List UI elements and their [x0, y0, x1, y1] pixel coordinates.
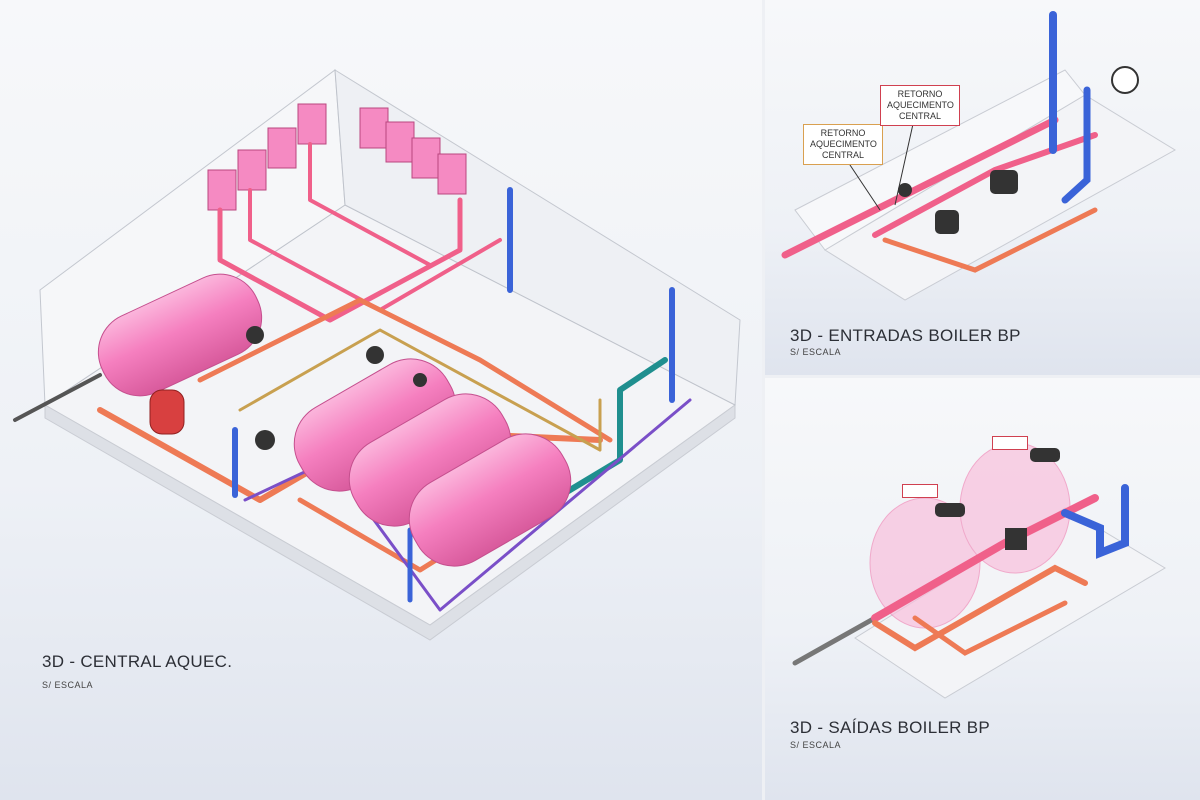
gauge-icon: [1111, 66, 1139, 94]
copper-pipe: [912, 600, 1068, 656]
drawing-title: 3D - CENTRAL AQUEC.: [42, 652, 233, 671]
cold-pipe: [1061, 484, 1129, 559]
gold-pipe: [238, 328, 602, 452]
inlet-pipe: [792, 615, 878, 666]
hot-pipe: [217, 197, 463, 323]
purple-pipe: [243, 398, 692, 612]
hot-pipe: [781, 116, 1059, 259]
callout-retorno-1: RETORNO AQUECIMENTO CENTRAL: [803, 124, 883, 165]
copper-pipe: [872, 564, 1088, 652]
copper-pipe: [197, 297, 613, 443]
pumps: [898, 170, 1018, 234]
isometric-outputs-drawing: [792, 442, 1166, 699]
hot-pipe: [248, 188, 502, 312]
valves: [935, 448, 1060, 550]
panel-saidas-boiler: 3D - SAÍDAS BOILER BP S/ ESCALA: [765, 378, 1200, 800]
callout-marker: [902, 484, 938, 498]
teal-pipe: [542, 357, 668, 508]
pumps: [246, 326, 427, 450]
floor-edge: [44, 404, 736, 641]
callout-marker: [992, 436, 1028, 450]
cold-pipe: [1061, 86, 1091, 204]
tank-top: [97, 273, 263, 397]
wall-boilers: [207, 103, 467, 211]
drawing-scale: S/ ESCALA: [42, 680, 94, 690]
panel-central-aquec: 3D - CENTRAL AQUEC. S/ ESCALA: [0, 0, 762, 800]
tank-front-3: [408, 433, 572, 567]
drawing-title: 3D - SAÍDAS BOILER BP: [790, 718, 990, 737]
isometric-plant-drawing: [13, 69, 741, 641]
hot-pipe: [308, 142, 432, 267]
drawing-scale: S/ ESCALA: [790, 740, 842, 750]
drawing-title: 3D - ENTRADAS BOILER BP: [790, 326, 1021, 345]
panel-entradas-boiler: RETORNO AQUECIMENTO CENTRAL RETORNO AQUE…: [765, 0, 1200, 375]
callout-retorno-2: RETORNO AQUECIMENTO CENTRAL: [880, 85, 960, 126]
expansion-vessel: [149, 389, 185, 435]
copper-pipe: [882, 207, 1098, 273]
isometric-inputs-drawing: [781, 11, 1176, 301]
drawing-scale: S/ ESCALA: [790, 347, 842, 357]
inlet-pipe: [13, 373, 102, 422]
